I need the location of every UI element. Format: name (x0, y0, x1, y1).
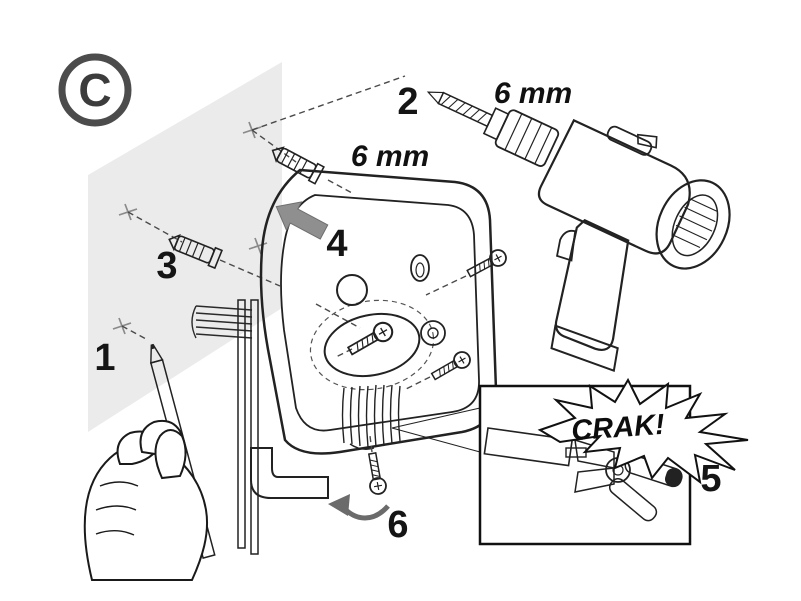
drill-bit (426, 91, 494, 128)
guide-lines (121, 75, 406, 341)
callout-4-label: 4 (326, 223, 347, 265)
cut-piece (483, 427, 574, 467)
guide-line-to-drill (251, 75, 406, 131)
inset-leader-lines (391, 407, 481, 453)
bracket-keyhole-slot (415, 262, 425, 278)
drill-body (537, 118, 731, 270)
wall-panel (88, 62, 282, 432)
screw-center (346, 321, 394, 356)
power-drill (426, 91, 731, 373)
bracket-foot (250, 447, 329, 499)
callout-1-label: 1 (94, 337, 115, 379)
bracket-dashed-outline (309, 299, 435, 391)
callout-2-label: 2 (397, 81, 418, 123)
screw-bottom (367, 452, 387, 495)
step-badge-label: C (78, 64, 111, 116)
drill-bit-size-label: 6 mm (494, 77, 572, 110)
mark-cross-3 (248, 237, 268, 255)
callout-3-label: 3 (156, 245, 177, 287)
guide-line-to-plug2 (127, 211, 183, 243)
rotate-arrow-icon (328, 494, 390, 521)
bracket-shell (259, 168, 498, 455)
insertion-arrow-icon (275, 201, 329, 240)
wall-plug-size-label: 6 mm (351, 140, 429, 173)
screw-top-right (466, 249, 507, 278)
bracket-screw-boss-hole (427, 327, 439, 339)
bracket-keyhole (410, 254, 430, 282)
drill-chuck (482, 107, 560, 167)
drill-trigger (555, 229, 577, 262)
callout-6-label: 6 (387, 504, 408, 546)
bracket-face (280, 194, 480, 432)
mounting-rails (237, 299, 329, 555)
detail-inset: CRAK! (478, 377, 749, 546)
crak-label: CRAK! (570, 409, 666, 447)
guide-line-face (315, 303, 361, 329)
screw-right (430, 351, 471, 381)
mounting-bracket (259, 168, 498, 455)
wall-plug-2 (168, 234, 223, 270)
callout-5-label: 5 (700, 458, 721, 500)
bracket-hole-round (336, 274, 368, 306)
pliers-gray-handle (608, 477, 658, 522)
coiled-cord (191, 305, 253, 339)
crak-burst (537, 377, 749, 485)
drill-handle (550, 218, 630, 373)
bracket-spring (341, 384, 401, 451)
guide-line-plug1-bracket (327, 179, 355, 195)
bracket-screw-boss (420, 320, 446, 346)
bracket-oval-opening (323, 313, 421, 377)
guide-line-to-pencil (121, 325, 149, 341)
hand-thumb (154, 429, 187, 480)
guide-line-to-plug1 (251, 129, 297, 163)
guide-line-plug2-bracket (219, 259, 281, 287)
drill-battery (550, 324, 619, 373)
hand (83, 419, 208, 581)
step-badge: C (58, 53, 132, 127)
